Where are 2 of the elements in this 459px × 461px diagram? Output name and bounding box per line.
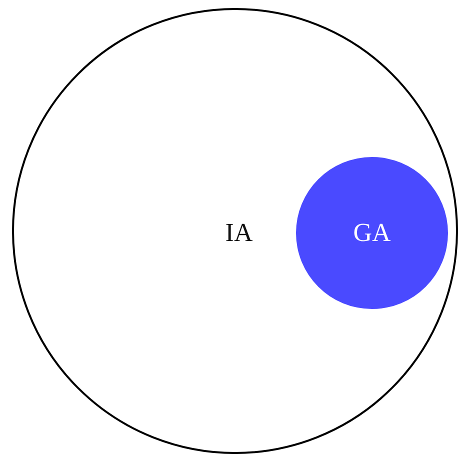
set-label: GA (353, 218, 391, 248)
set-label: IA (225, 218, 253, 248)
